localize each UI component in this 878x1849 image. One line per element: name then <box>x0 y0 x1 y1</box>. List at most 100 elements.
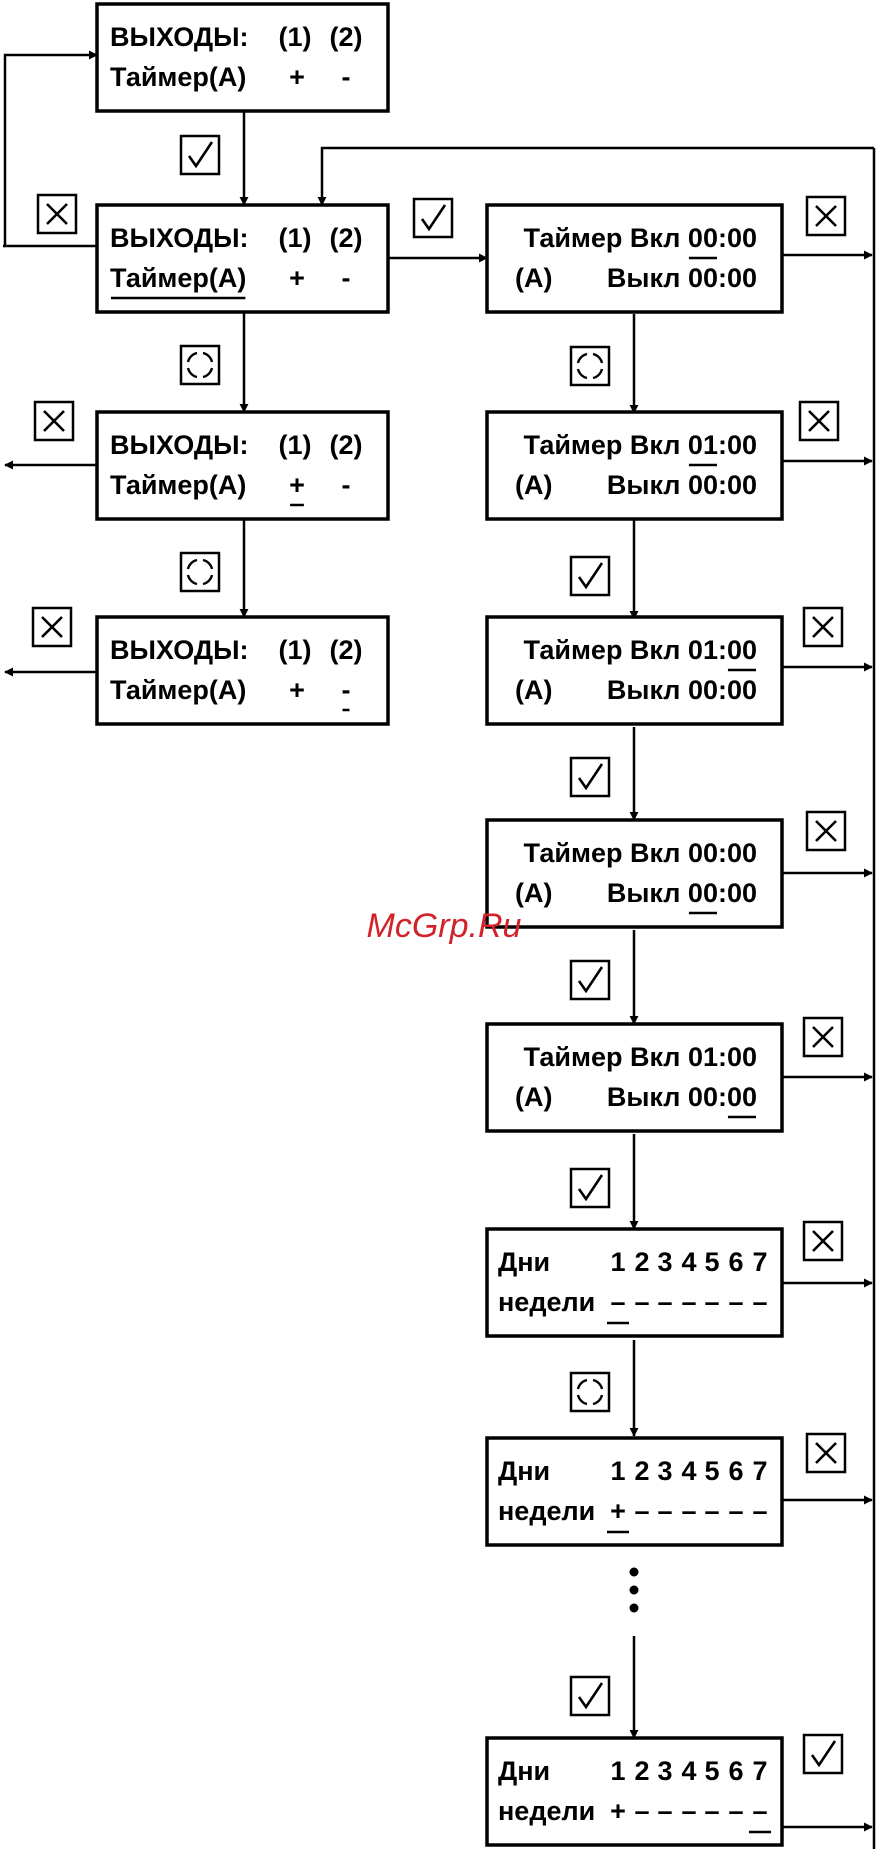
cross-key-icon <box>802 1016 844 1058</box>
weekday-number: 1 <box>610 1456 625 1486</box>
screen-text-segment: Выкл 00:00 <box>607 675 757 705</box>
weekday-number: 7 <box>752 1756 767 1786</box>
output-2-state: - <box>342 62 351 92</box>
timer-on-line: Таймер Вкл 01:00 <box>524 635 757 665</box>
screen-text-segment: Таймер Вкл <box>524 430 688 460</box>
weekday-mark: – <box>681 1796 696 1826</box>
weekday-mark: – <box>681 1496 696 1526</box>
ellipsis-dot <box>629 1585 639 1595</box>
rotate-key-icon <box>179 551 221 593</box>
timer-channel: (А) <box>515 878 552 908</box>
screen-text-segment: Таймер(А) <box>110 263 246 293</box>
key-frame <box>179 344 221 386</box>
weekday-number: 2 <box>634 1456 649 1486</box>
rotate-arc <box>186 351 198 363</box>
screen-text-segment: Таймер Вкл <box>524 223 688 253</box>
rotate-arc <box>186 367 198 379</box>
check-key-icon <box>569 1167 611 1209</box>
weekday-number: 1 <box>610 1247 625 1277</box>
weekday-mark: – <box>657 1496 672 1526</box>
screen-text-segment: + <box>289 675 305 705</box>
weekday-number: 4 <box>681 1247 696 1277</box>
timer-off-line: Выкл 00:00 <box>607 1082 757 1112</box>
screen-text-segment: Выкл 00:00 <box>607 470 757 500</box>
key-frame <box>802 1016 844 1058</box>
weekday-mark: – <box>752 1796 767 1826</box>
weekday-mark: – <box>704 1496 719 1526</box>
weekday-mark: – <box>704 1287 719 1317</box>
timer-on-line: Таймер Вкл 01:00 <box>524 1042 757 1072</box>
screen-text-segment: - <box>342 470 351 500</box>
cross-stroke <box>815 1442 837 1464</box>
screen-weekdays-3 <box>485 1736 784 1847</box>
watermark: McGrp.Ru <box>367 907 522 945</box>
check-mark <box>577 1682 604 1710</box>
timer-off-line: Выкл 00:00 <box>607 263 757 293</box>
cross-stroke <box>815 820 837 842</box>
timer-off-line: Выкл 00:00 <box>607 878 757 908</box>
timer-label: Таймер(А) <box>110 675 246 705</box>
key-frame <box>569 1167 611 1209</box>
weekday-mark: – <box>634 1287 649 1317</box>
check-key-icon <box>569 1675 611 1717</box>
output-2-label: (2) <box>330 430 363 460</box>
weekday-number: 3 <box>657 1247 672 1277</box>
screen-weekdays-1 <box>485 1227 784 1338</box>
weekday-number: 2 <box>634 1247 649 1277</box>
rotate-arc <box>202 574 214 586</box>
key-frame <box>412 197 454 239</box>
output-1-state: + <box>289 263 305 293</box>
screen-timer-4 <box>485 818 784 929</box>
timer-on-line: Таймер Вкл 00:00 <box>524 838 757 868</box>
key-frame <box>802 606 844 648</box>
key-frame <box>569 959 611 1001</box>
key-frame <box>569 1675 611 1717</box>
rotate-arc <box>202 367 214 379</box>
weekday-mark: – <box>704 1796 719 1826</box>
weekday-mark: – <box>657 1796 672 1826</box>
cross-key-icon <box>805 810 847 852</box>
cross-stroke <box>43 410 65 432</box>
screen-text-segment: + <box>289 263 305 293</box>
output-2-label: (2) <box>330 223 363 253</box>
output-1-state: + <box>289 470 305 500</box>
weekday-mark: + <box>610 1796 626 1826</box>
output-2-state: - <box>342 263 351 293</box>
screen-text-segment: 00 <box>727 635 757 665</box>
rotate-arc <box>592 1378 604 1390</box>
days-label: Дни <box>498 1756 550 1786</box>
screen-text-segment: (А) <box>515 470 552 500</box>
screen-text-segment: Таймер(А) <box>110 62 246 92</box>
cross-key-icon <box>802 1220 844 1262</box>
weekday-mark: – <box>752 1287 767 1317</box>
cross-key-icon <box>798 400 840 442</box>
weekday-number: 6 <box>728 1247 743 1277</box>
output-2-state: - <box>342 675 351 705</box>
timer-channel: (А) <box>515 1082 552 1112</box>
cross-key-icon <box>805 1432 847 1474</box>
cross-stroke <box>812 1230 834 1252</box>
check-key-icon <box>569 756 611 798</box>
timer-on-line: Таймер Вкл 00:00 <box>524 223 758 253</box>
weekday-mark: – <box>657 1287 672 1317</box>
arrow <box>317 146 874 206</box>
output-1-state: + <box>289 675 305 705</box>
key-frame <box>802 1733 844 1775</box>
rotate-arc <box>576 1394 588 1406</box>
weekday-mark: – <box>610 1287 625 1317</box>
check-mark <box>577 562 604 590</box>
continuation-dots <box>629 1567 639 1613</box>
screen-text-segment: 01 <box>688 430 718 460</box>
weekday-number: 5 <box>704 1756 719 1786</box>
output-1-label: (1) <box>279 22 312 52</box>
key-frame <box>569 345 611 387</box>
weekday-number: 5 <box>704 1247 719 1277</box>
days-label: Дни <box>498 1456 550 1486</box>
timer-off-line: Выкл 00:00 <box>607 470 757 500</box>
rotate-arc <box>186 558 198 570</box>
weekday-number: 6 <box>728 1456 743 1486</box>
screen-text-segment: :00 <box>718 223 757 253</box>
outputs-title: ВЫХОДЫ: <box>110 430 249 460</box>
rotate-arc <box>202 558 214 570</box>
